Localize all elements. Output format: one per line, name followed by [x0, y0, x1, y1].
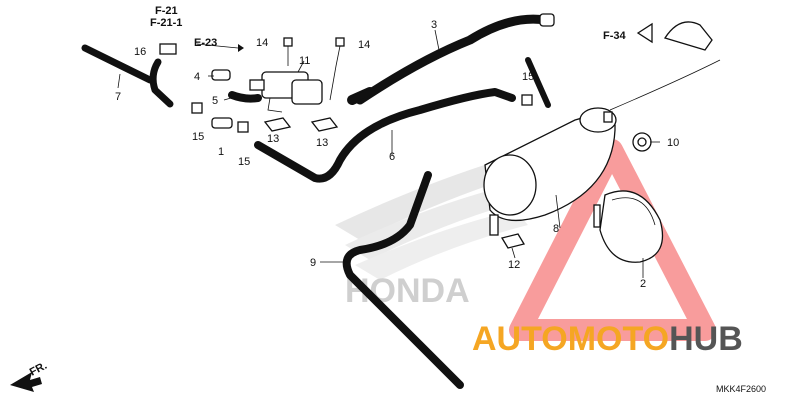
ref-f34: F-34 [603, 30, 627, 42]
callout-7: 7 [115, 91, 121, 103]
callout-5: 5 [212, 95, 218, 107]
callout-6: 6 [389, 151, 395, 163]
leader-lines [117, 29, 660, 278]
watermark-auto: AUTO [472, 320, 568, 358]
hose-3 [347, 13, 555, 105]
watermark-text: AUTOMOTOHUB [472, 320, 743, 358]
watermark-moto: MOTO [568, 320, 669, 358]
hose-6 [254, 88, 516, 183]
grommet-10 [632, 132, 652, 152]
clip-15-top [521, 94, 533, 106]
callout-14-right: 14 [358, 39, 370, 51]
clip-15-lower [237, 121, 249, 133]
callout-16: 16 [134, 46, 146, 58]
bracket-12 [500, 233, 526, 249]
canister-8 [483, 107, 617, 236]
clip-15-left [191, 102, 203, 114]
ref-e23: E-23 [194, 37, 217, 49]
grommet-13-left [263, 117, 292, 132]
ref-fr: FR. [28, 360, 49, 379]
callout-3: 3 [431, 19, 437, 31]
callout-15-lower: 15 [238, 156, 250, 168]
callout-12: 12 [508, 259, 520, 271]
solenoid-valve-11 [249, 71, 323, 113]
clip-16 [149, 43, 177, 108]
callout-15-left: 15 [192, 131, 204, 143]
callout-15-top: 15 [522, 71, 534, 83]
e23-arrow-icon [196, 43, 244, 52]
callout-2: 2 [640, 278, 646, 290]
callout-11: 11 [299, 55, 310, 67]
hose-7 [81, 44, 154, 84]
watermark-hub: HUB [669, 320, 743, 358]
callout-9: 9 [310, 257, 316, 269]
canister-hose [525, 57, 721, 111]
grommet-13-right [310, 117, 339, 132]
callout-13-left: 13 [267, 133, 279, 145]
bolt-14-right [329, 37, 345, 101]
callout-1: 1 [218, 146, 224, 158]
callout-4: 4 [194, 71, 200, 83]
joint-5 [228, 91, 262, 103]
diagram-code: MKK4F2600 [716, 384, 766, 394]
ref-f21: F-21 [155, 5, 178, 17]
band-2 [593, 190, 664, 263]
bolt-14-left [283, 37, 293, 66]
callout-14-left: 14 [256, 37, 268, 49]
callout-8: 8 [553, 223, 559, 235]
ref-f21-1: F-21-1 [150, 17, 182, 29]
callout-13-right: 13 [316, 137, 328, 149]
joint-4 [211, 69, 231, 81]
f34-insert [636, 21, 713, 51]
hose-9 [342, 171, 464, 389]
callout-10: 10 [667, 137, 679, 149]
front-arrow-icon [10, 372, 42, 392]
joint-1 [211, 117, 233, 129]
